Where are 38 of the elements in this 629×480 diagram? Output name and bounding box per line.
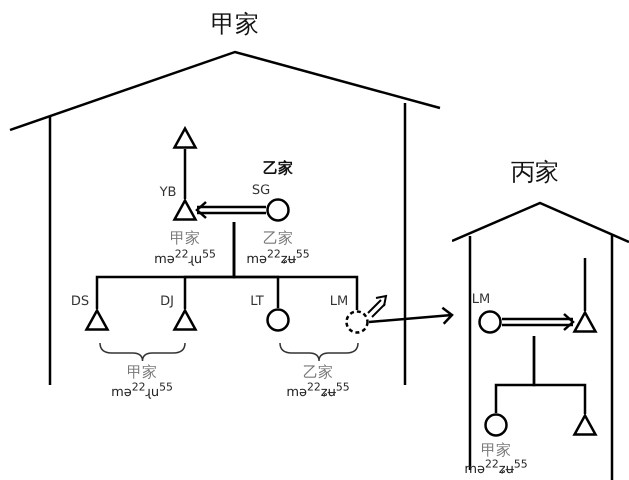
line: [184, 149, 186, 199]
triangle-symbol: [573, 311, 597, 333]
initials-label: YB: [160, 186, 176, 200]
family-label: 乙家: [263, 230, 293, 246]
house-title: 丙家: [511, 158, 559, 186]
circle-symbol: [266, 308, 290, 332]
triangle-symbol: [173, 199, 197, 221]
triangle-symbol: [173, 127, 197, 149]
initials-label: DJ: [160, 294, 174, 310]
triangle-symbol: [173, 309, 197, 331]
family-label: 甲家: [170, 230, 200, 246]
circle-symbol: [266, 198, 290, 222]
circle-symbol: [484, 413, 508, 437]
triangle-symbol: [85, 309, 109, 331]
arrow: [368, 306, 454, 325]
pronunciation-label: mə$^{22}$ʑʉ$^{55}$: [246, 248, 310, 268]
triangle-symbol: [573, 414, 597, 436]
initials-label: LM: [472, 292, 490, 308]
arrow: [500, 312, 574, 332]
family-label: 甲家: [127, 364, 157, 380]
family-label: 甲家: [481, 442, 511, 458]
pronunciation-label: mə$^{22}$ʑʉ$^{55}$: [464, 458, 528, 478]
line: [532, 336, 586, 414]
family-label: 乙家: [263, 160, 293, 176]
pronunciation-label: mə$^{22}$ɻu$^{55}$: [111, 382, 173, 400]
arrow: [196, 200, 268, 220]
initials-label: LT: [250, 294, 264, 310]
pronunciation-label: mə$^{22}$ɻu$^{55}$: [154, 248, 216, 268]
initials-label: DS: [70, 294, 90, 310]
line: [584, 258, 586, 311]
house-title: 甲家: [211, 10, 259, 38]
line: [232, 222, 358, 310]
dashed-circle-symbol: [345, 310, 369, 334]
initials-label: LM: [330, 294, 348, 310]
pronunciation-label: mə$^{22}$ʑʉ$^{55}$: [286, 382, 350, 400]
circle-symbol: [478, 310, 502, 334]
initials-label: SG: [252, 184, 270, 198]
family-label: 乙家: [303, 364, 333, 380]
